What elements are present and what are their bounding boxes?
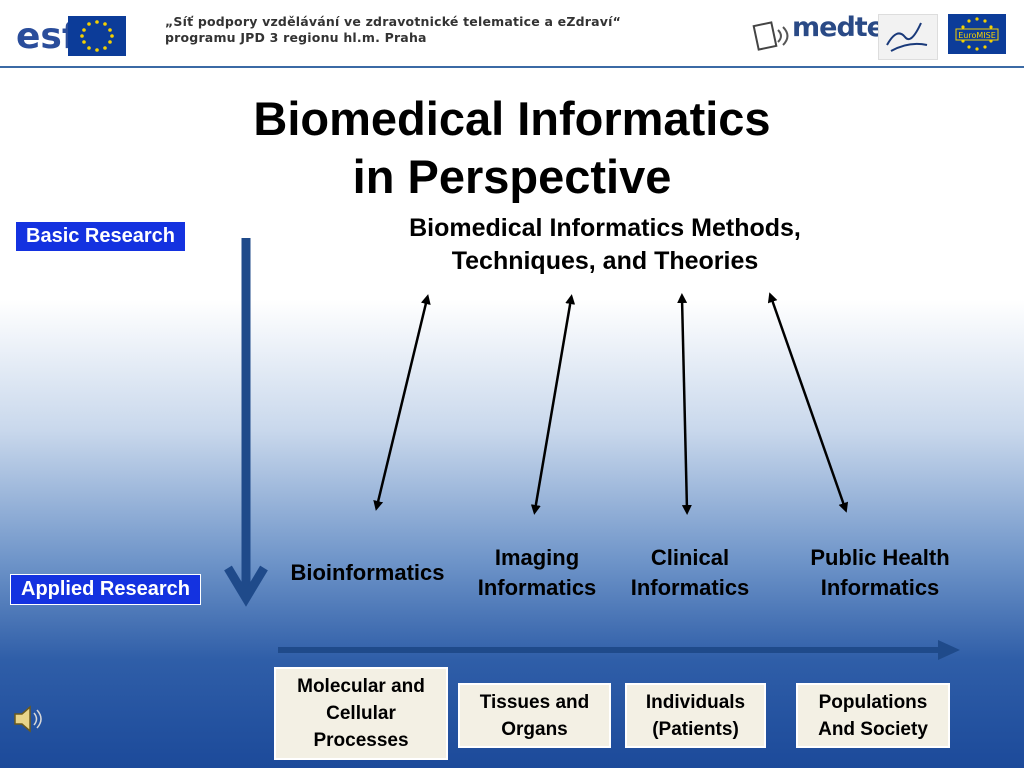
methods-heading-line-2: Techniques, and Theories <box>451 247 759 275</box>
category-label: Bioinformatics <box>290 560 445 585</box>
svg-text:EuroMISE: EuroMISE <box>958 31 996 40</box>
category-label: Clinical <box>650 545 730 570</box>
sics-logo <box>878 14 938 60</box>
research-axis-arrowhead <box>224 565 268 607</box>
scale-box-text: Populations <box>818 691 928 713</box>
scale-box-individuals: Individuals (Patients) <box>625 683 766 748</box>
euromise-logo: EuroMISE <box>948 14 1006 54</box>
speaker-icon[interactable] <box>12 704 46 739</box>
header-line-1: „Síť podpory vzdělávání ve zdravotnické … <box>165 14 622 29</box>
scale-box-tissues: Tissues and Organs <box>458 683 611 748</box>
public-health-link-arrow <box>767 292 849 513</box>
scale-box-text: Cellular <box>326 703 396 724</box>
scale-box-text: Organs <box>501 718 568 740</box>
scale-box-text: Processes <box>313 730 409 751</box>
title-line-2: in Perspective <box>352 150 672 203</box>
scale-box-text: Molecular and <box>297 676 425 697</box>
medtel-logo-text: medtel <box>792 12 893 43</box>
title-line-1: Biomedical Informatics <box>253 92 771 145</box>
svg-text:esf: esf <box>16 16 78 56</box>
header-bar: esf „Síť podpory vzdělávání ve zdravotni… <box>0 0 1024 68</box>
category-label: Public Health <box>810 545 950 570</box>
scale-axis-arrowhead <box>938 640 960 660</box>
basic-research-label: Basic Research <box>15 221 186 252</box>
imaging-link-arrow <box>530 294 576 515</box>
scale-box-text: Individuals <box>645 691 746 713</box>
header-line-2: programu JPD 3 regionu hl.m. Praha <box>165 30 427 45</box>
category-label: Imaging <box>494 545 580 570</box>
category-clinical: Clinical Informatics <box>612 543 768 603</box>
scale-box-molecular: Molecular and Cellular Processes <box>274 667 448 760</box>
category-bioinformatics: Bioinformatics <box>270 558 465 588</box>
esf-logo: esf <box>14 14 126 57</box>
scale-box-text: (Patients) <box>652 718 739 740</box>
scale-box-text: Tissues and <box>479 691 590 713</box>
bioinformatics-link-arrow <box>373 294 431 511</box>
category-label: Informatics <box>630 575 750 600</box>
category-label: Informatics <box>820 575 940 600</box>
applied-research-label: Applied Research <box>10 574 201 605</box>
scale-box-text: And Society <box>818 718 928 740</box>
scale-box-populations: Populations And Society <box>796 683 950 748</box>
clinical-link-arrow <box>677 293 692 515</box>
category-label: Informatics <box>477 575 597 600</box>
header-project-text: „Síť podpory vzdělávání ve zdravotnické … <box>165 14 621 46</box>
category-imaging: Imaging Informatics <box>462 543 612 603</box>
category-public-health: Public Health Informatics <box>785 543 975 603</box>
medtel-logo <box>752 16 862 56</box>
slide-title: Biomedical Informatics in Perspective <box>0 90 1024 206</box>
methods-heading-line-1: Biomedical Informatics Methods, <box>409 214 801 242</box>
methods-heading: Biomedical Informatics Methods, Techniqu… <box>360 212 850 278</box>
